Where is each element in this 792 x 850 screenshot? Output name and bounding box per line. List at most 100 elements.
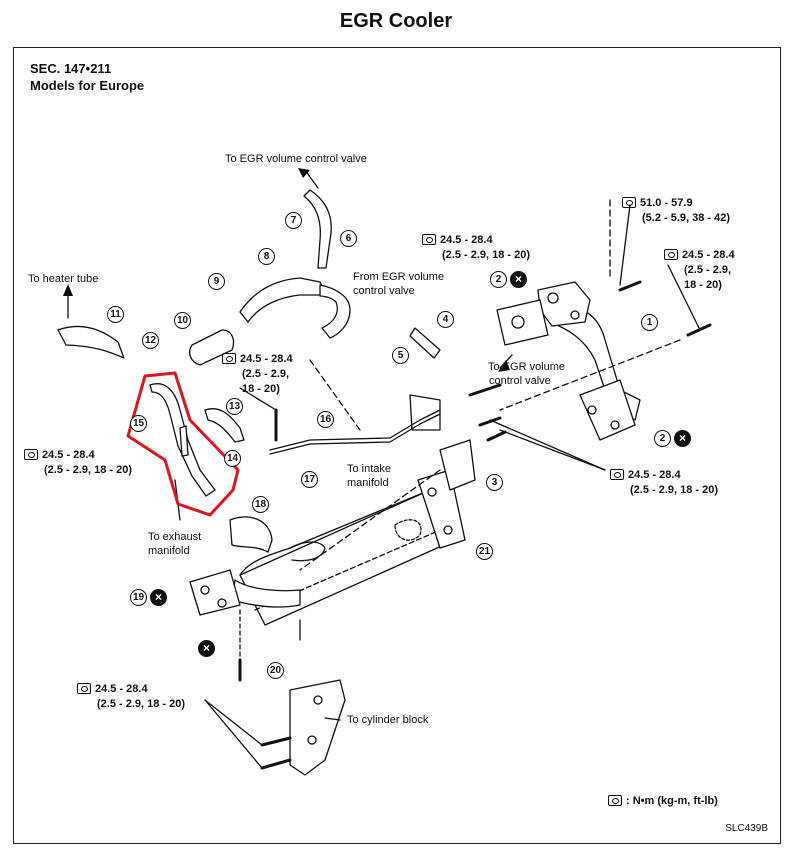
torque-sub: (2.5 - 2.9, 18 - 20) — [422, 248, 530, 263]
torque-sub: (2.5 - 2.9, 18 - 20) — [44, 464, 133, 476]
section-number: SEC. 147•211 — [30, 61, 112, 76]
exhaust-pipe — [231, 579, 301, 608]
tube-16 — [269, 409, 441, 451]
diagram-frame — [13, 47, 781, 844]
callout-2-lower: 2 — [654, 430, 671, 447]
torque-value: 24.5 - 28.4 — [628, 469, 681, 481]
hose-13 — [204, 408, 245, 443]
torque-spec-6: 24.5 - 28.4 (2.5 - 2.9, 18 - 20) — [610, 468, 718, 498]
hose-connector — [319, 284, 351, 339]
gasket-2 — [496, 299, 549, 346]
callout-16: 16 — [317, 411, 334, 428]
bracket-20 — [289, 679, 346, 776]
label-line: To EGR volume — [488, 361, 566, 373]
callout-5: 5 — [392, 347, 409, 364]
label-to-intake: To intake manifold — [347, 462, 391, 490]
valve-10 — [189, 329, 235, 366]
upper-flange — [537, 281, 591, 327]
callout-2-upper: 2 — [490, 271, 507, 288]
torque-value: 24.5 - 28.4 — [682, 249, 735, 261]
callout-18: 18 — [252, 496, 269, 513]
torque-sub: (2.5 - 2.9, 18 - 20) — [684, 264, 732, 291]
callout-9: 9 — [208, 273, 225, 290]
replace-mark-icon: × — [510, 271, 527, 288]
torque-sub-part: 18 - 20) — [492, 249, 531, 261]
highlight-outline — [126, 371, 240, 517]
torque-spec-2: 24.5 - 28.4 (2.5 - 2.9, 18 - 20) — [422, 233, 530, 263]
torque-spec-4: 24.5 - 28.4 (2.5 - 2.9, 18 - 20) — [222, 352, 293, 397]
torque-icon — [77, 683, 91, 694]
lower-flange — [579, 379, 636, 441]
torque-spec-3: 24.5 - 28.4 (2.5 - 2.9, 18 - 20) — [664, 248, 744, 293]
callout-3: 3 — [486, 474, 503, 491]
figure-code: SLC439B — [725, 823, 768, 834]
label-line: manifold — [148, 545, 190, 557]
left-flange — [189, 569, 241, 616]
callout-8: 8 — [258, 248, 275, 265]
torque-value: 24.5 - 28.4 — [440, 234, 493, 246]
torque-icon — [422, 234, 436, 245]
models-label: Models for Europe — [30, 78, 145, 93]
hose-8 — [239, 277, 327, 323]
callout-11: 11 — [107, 306, 124, 323]
label-to-exhaust: To exhaust manifold — [148, 530, 201, 558]
gasket-3 — [439, 439, 476, 491]
torque-icon — [664, 249, 678, 260]
section-header: SEC. 147•211 Models for Europe — [30, 60, 144, 94]
replace-mark-icon: × — [150, 589, 167, 606]
callout-19: 19 — [130, 589, 147, 606]
label-from-egr-valve: From EGR volume control valve — [353, 270, 444, 298]
torque-icon — [608, 795, 622, 806]
hose-6 — [303, 189, 332, 269]
label-line: control valve — [489, 375, 551, 387]
callout-20: 20 — [267, 662, 284, 679]
torque-icon — [622, 197, 636, 208]
page-title: EGR Cooler — [339, 10, 453, 32]
label-line: control valve — [353, 285, 415, 297]
torque-icon — [222, 353, 236, 364]
torque-icon — [610, 469, 624, 480]
torque-value: 24.5 - 28.4 — [240, 353, 293, 365]
callout-21: 21 — [476, 543, 493, 560]
torque-sub: (5.2 - 5.9, 38 - 42) — [642, 212, 731, 224]
callout-1: 1 — [641, 314, 658, 331]
torque-icon — [24, 449, 38, 460]
torque-sub-part: (2.5 - 2.9, — [442, 249, 490, 261]
label-line: To exhaust — [148, 531, 202, 543]
torque-value: 24.5 - 28.4 — [42, 449, 95, 461]
callout-15: 15 — [130, 415, 147, 432]
cooler-flange — [417, 469, 466, 549]
label-to-egr-valve-top: To EGR volume control valve — [225, 153, 367, 165]
torque-legend: : N•m (kg-m, ft-lb) — [608, 795, 718, 807]
label-line: To intake — [347, 463, 392, 475]
callout-6: 6 — [340, 230, 357, 247]
label-line: From EGR volume — [353, 271, 445, 283]
legend-text: : N•m (kg-m, ft-lb) — [626, 795, 718, 807]
hose-4 — [409, 327, 441, 359]
torque-spec-5: 24.5 - 28.4 (2.5 - 2.9, 18 - 20) — [24, 448, 132, 478]
callout-10: 10 — [174, 312, 191, 329]
label-to-heater-tube: To heater tube — [28, 273, 99, 285]
torque-value: 51.0 - 57.9 — [640, 197, 693, 209]
inlet-pipe-18 — [229, 516, 273, 553]
torque-sub: 18 - 20) — [242, 383, 280, 395]
torque-spec-7: 24.5 - 28.4 (2.5 - 2.9, 18 - 20) — [77, 682, 185, 712]
torque-value: 24.5 - 28.4 — [95, 683, 148, 695]
label-line: manifold — [347, 477, 389, 489]
replace-mark-icon: × — [198, 640, 215, 657]
label-to-egr-valve-mid: To EGR volume control valve — [488, 360, 565, 388]
label-to-cylinder-block: To cylinder block — [347, 714, 429, 726]
callout-13: 13 — [226, 398, 243, 415]
torque-sub: (2.5 - 2.9, 18 - 20) — [630, 484, 719, 496]
callout-12: 12 — [142, 332, 159, 349]
torque-sub: (2.5 - 2.9, 18 - 20) — [97, 698, 186, 710]
callout-14: 14 — [224, 450, 241, 467]
hose-11 — [57, 325, 125, 359]
torque-sub: (2.5 - 2.9, — [242, 368, 290, 380]
torque-spec-1: 51.0 - 57.9 (5.2 - 5.9, 38 - 42) — [622, 196, 730, 226]
callout-7: 7 — [285, 212, 302, 229]
callout-4: 4 — [437, 311, 454, 328]
replace-mark-icon: × — [674, 430, 691, 447]
callout-17: 17 — [301, 471, 318, 488]
